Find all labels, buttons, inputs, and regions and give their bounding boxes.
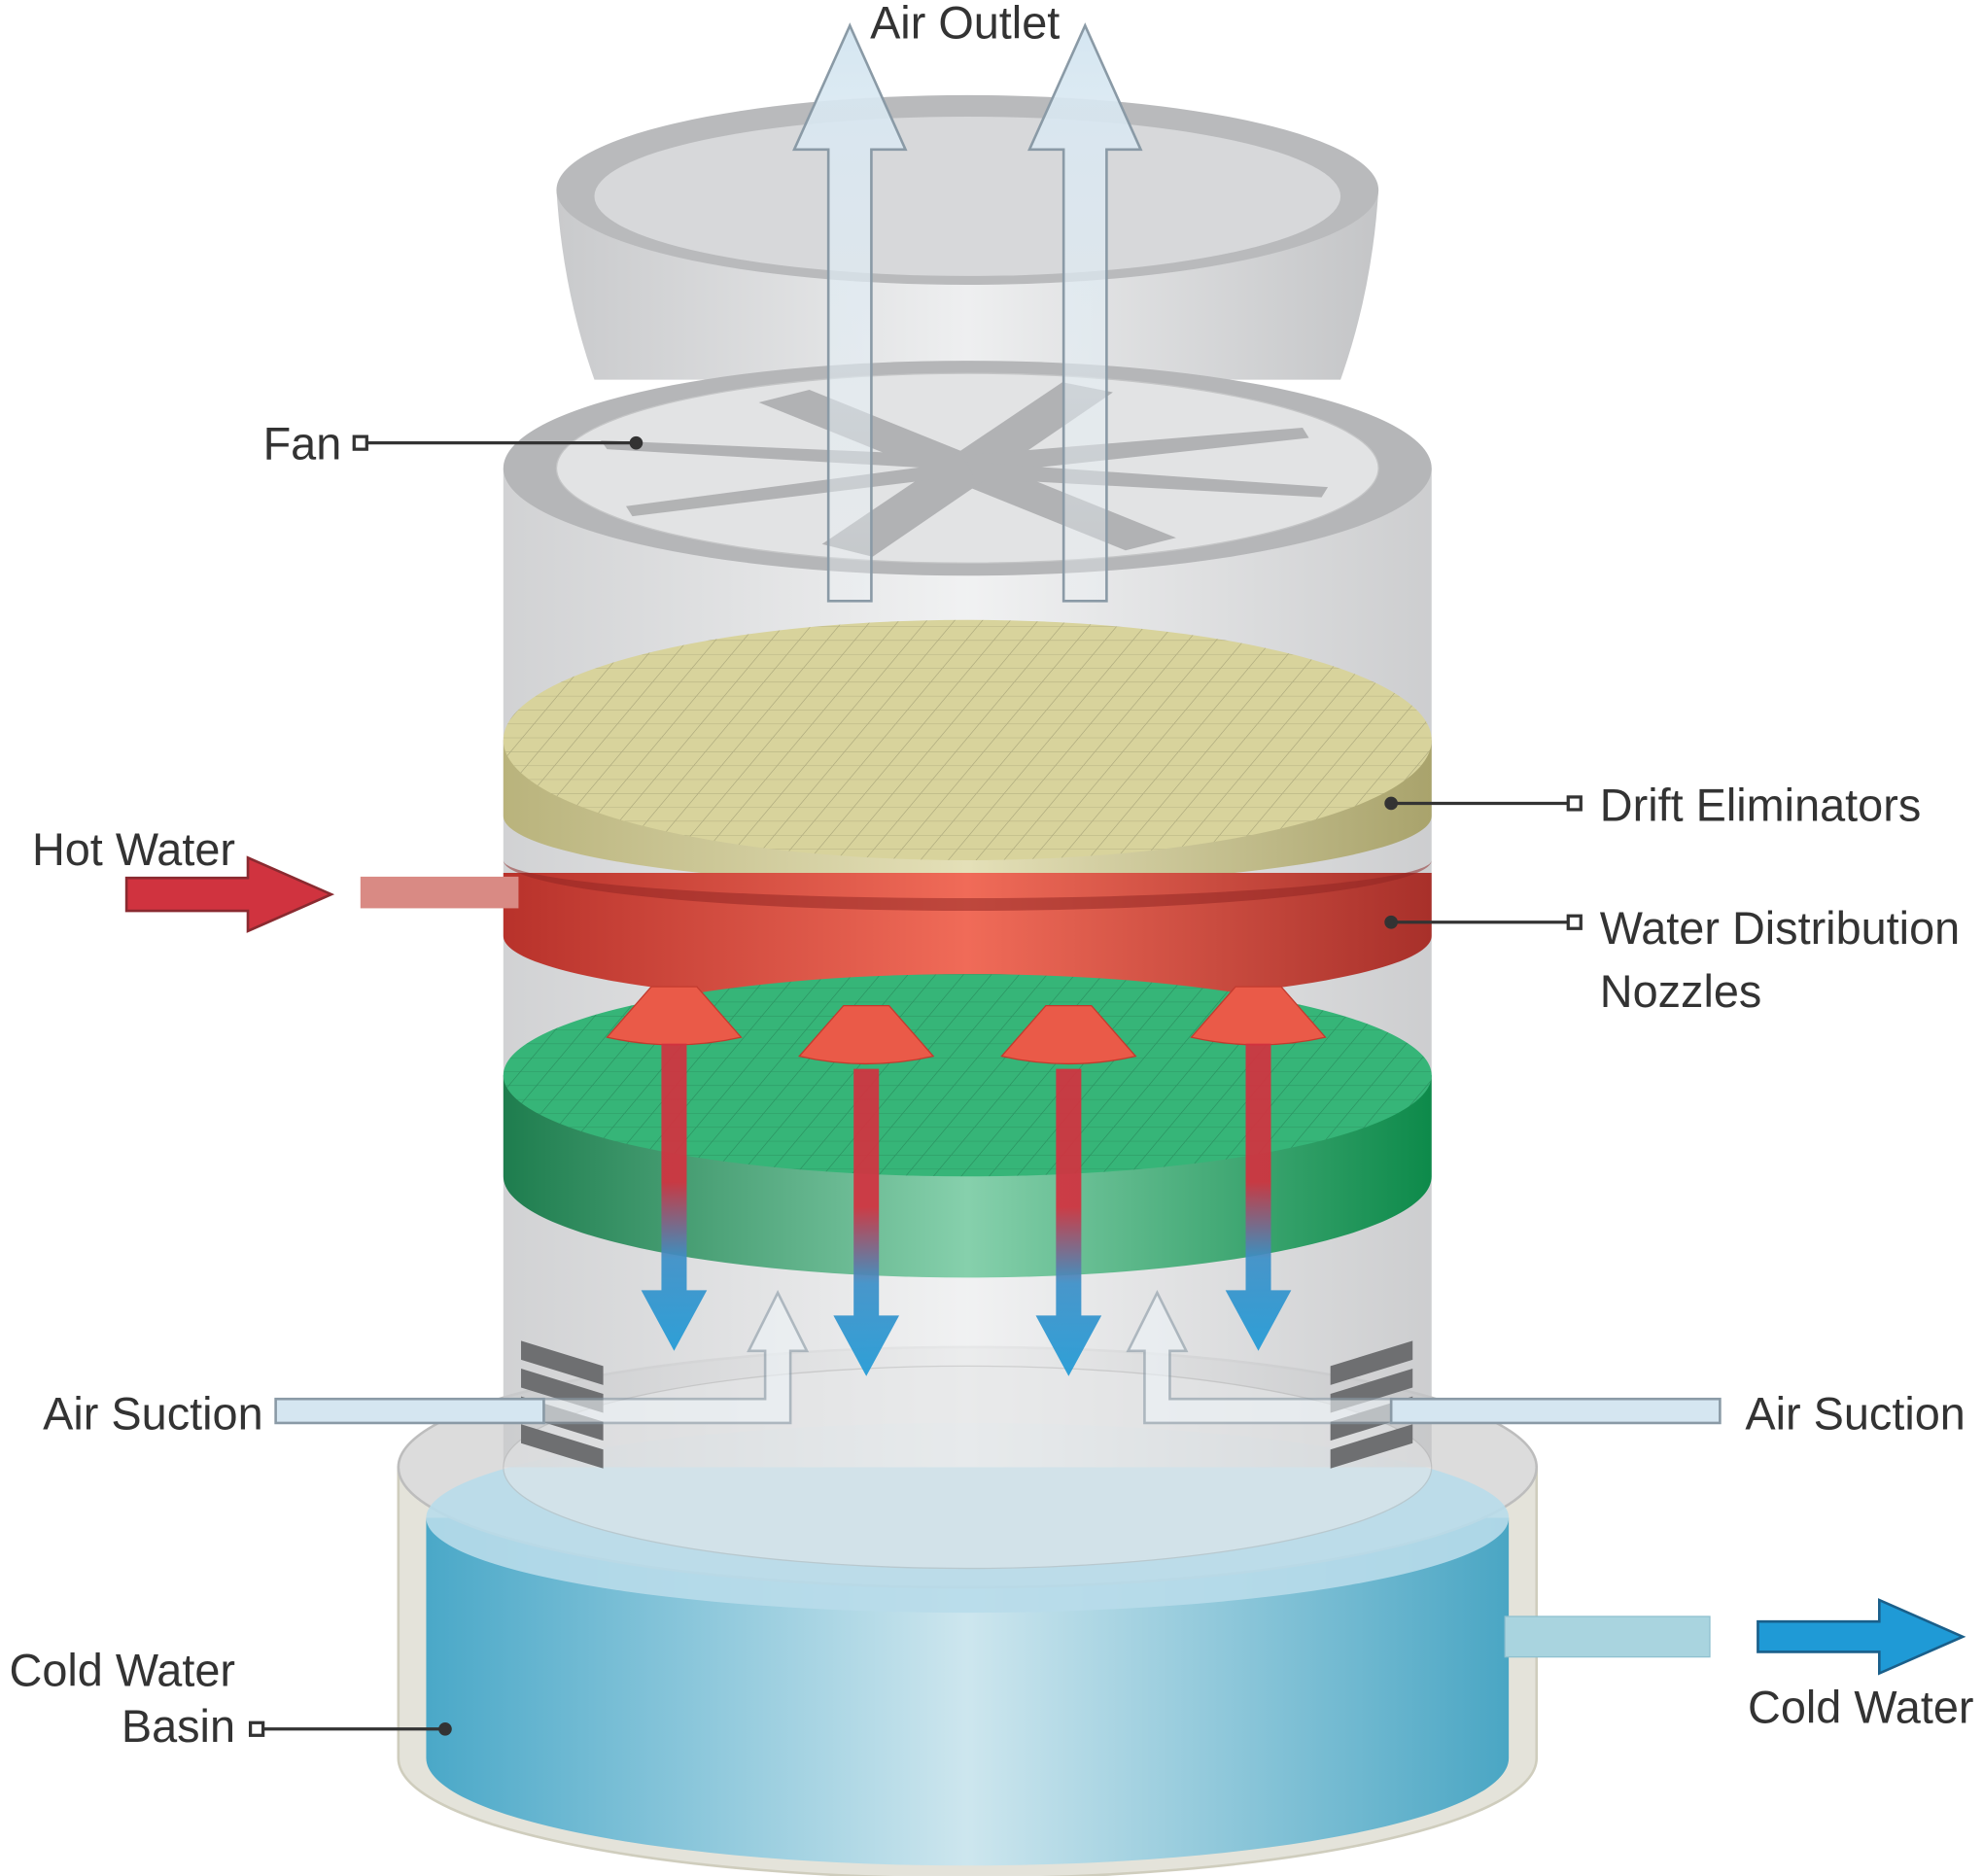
leader-lines — [248, 434, 1583, 1737]
fill-media — [503, 974, 1432, 1278]
hot-water-inlet — [124, 855, 519, 933]
label-water-distribution: Water Distribution — [1600, 903, 1960, 954]
water-distribution-layer — [503, 859, 1432, 1006]
label-air-suction-right: Air Suction — [1745, 1388, 1965, 1439]
label-air-suction-left: Air Suction — [43, 1388, 262, 1439]
label-air-outlet: Air Outlet — [870, 0, 1060, 48]
label-drift-eliminators: Drift Eliminators — [1600, 781, 1921, 831]
air-outlet-arrows — [792, 22, 1143, 603]
nozzles — [606, 986, 1327, 1065]
air-suction-arrows — [274, 1290, 1722, 1425]
drift-eliminators — [503, 619, 1432, 886]
label-nozzles: Nozzles — [1600, 966, 1762, 1017]
label-hot-water: Hot Water — [32, 824, 235, 875]
label-basin: Basin — [122, 1701, 235, 1752]
water-flow-arrows — [641, 1043, 1292, 1376]
cold-water-outlet — [1504, 1598, 1966, 1676]
air-inlet-louvers — [521, 1340, 1413, 1469]
label-fan: Fan — [263, 419, 342, 469]
label-cold-water-basin: Cold Water — [10, 1646, 235, 1696]
label-cold-water: Cold Water — [1748, 1682, 1973, 1732]
